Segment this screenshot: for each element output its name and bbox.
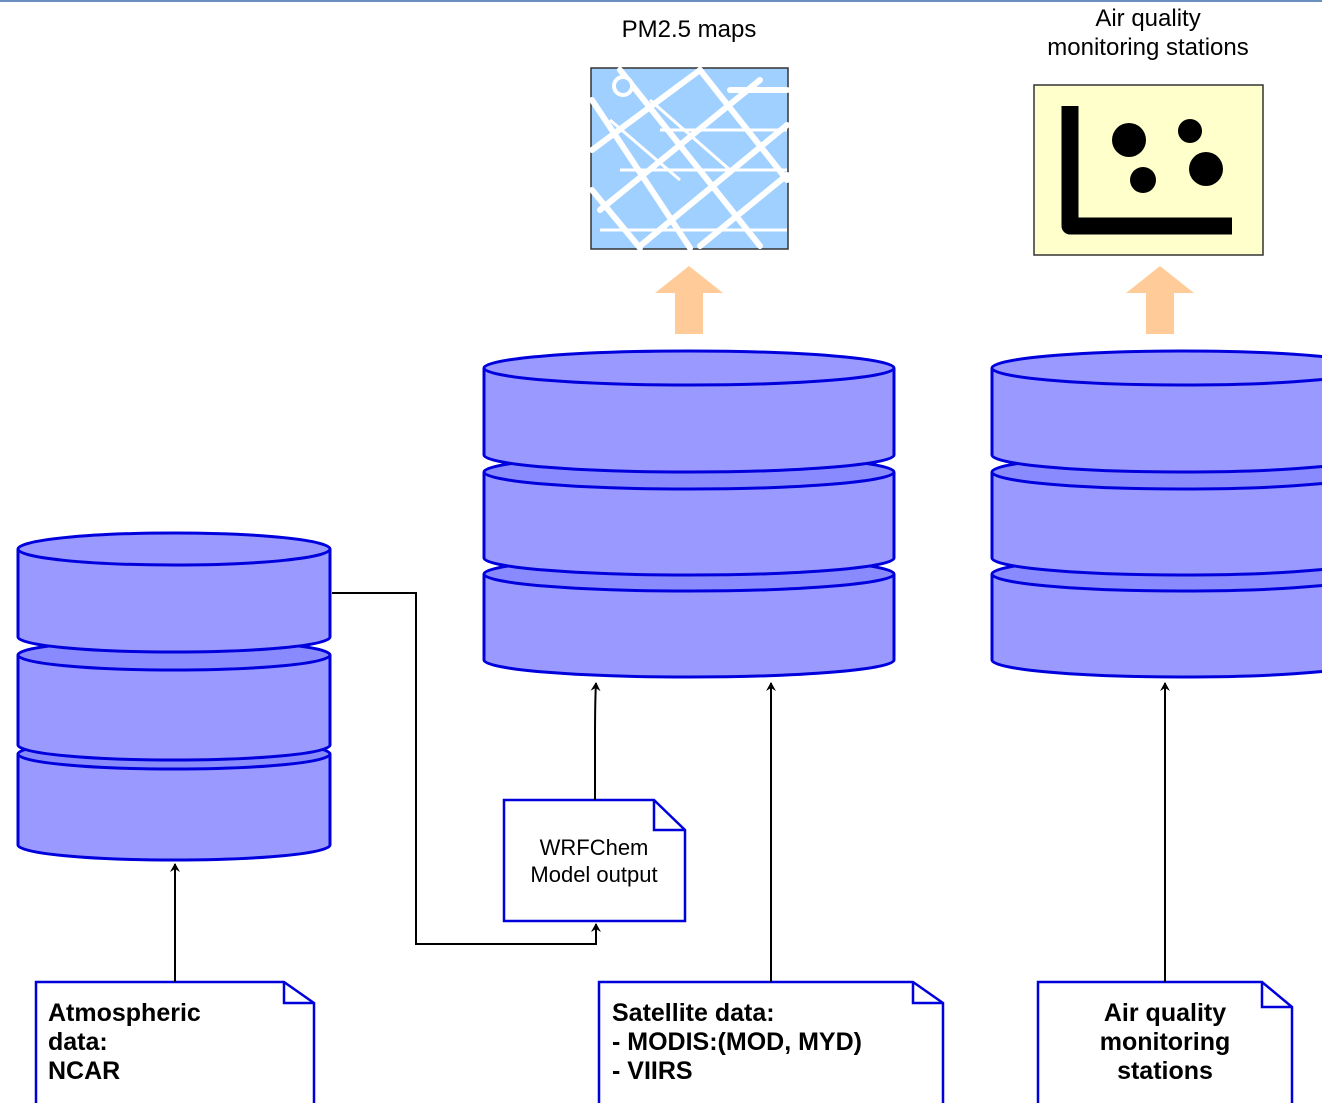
satellite-label-line3: - VIIRS	[612, 1057, 693, 1085]
scatter-plot-icon	[1033, 84, 1264, 256]
wrfchem-label-line1: WRFChem	[540, 835, 649, 860]
connector-db-to-wrfchem	[332, 592, 601, 945]
note-fold	[1260, 982, 1292, 1009]
database-pm25	[482, 349, 896, 679]
output-arrow-pm25	[655, 266, 723, 334]
database-atmospheric	[16, 531, 332, 862]
satellite-label-line1: Satellite data:	[612, 999, 775, 1027]
note-fold	[282, 982, 314, 1005]
air-quality-label-line2: monitoring	[1100, 1028, 1231, 1056]
note-fold	[911, 982, 943, 1005]
database-stations	[990, 349, 1322, 679]
air-quality-label-line3: stations	[1117, 1057, 1213, 1085]
connector-wrfchem-to-db	[590, 682, 601, 800]
stations-title-line2: monitoring stations	[1047, 34, 1248, 61]
stations-title-line1: Air quality	[1095, 5, 1200, 32]
satellite-label-line2: - MODIS:(MOD, MYD)	[612, 1028, 862, 1056]
street-map-icon	[589, 67, 790, 251]
output-arrow-stations	[1126, 266, 1194, 334]
atmospheric-label-line1: Atmospheric	[48, 999, 201, 1027]
wrfchem-label-line2: Model output	[530, 862, 657, 887]
note-wrfchem	[502, 798, 687, 923]
atmospheric-label-line2: data:	[48, 1028, 108, 1056]
air-quality-label-line1: Air quality	[1104, 999, 1226, 1027]
pm25-maps-title: PM2.5 maps	[622, 16, 757, 43]
note-fold	[652, 800, 685, 832]
atmospheric-label-line3: NCAR	[48, 1057, 120, 1085]
